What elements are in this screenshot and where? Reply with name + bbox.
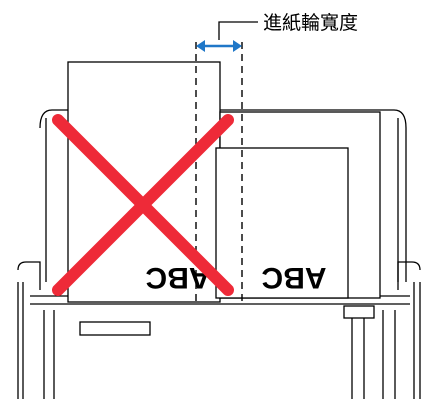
callout-leader-line bbox=[218, 21, 258, 40]
double-headed-arrow-icon bbox=[196, 40, 242, 52]
roller-width-label: 進紙輪寬度 bbox=[263, 12, 358, 34]
narrow-sheet-text: ABC bbox=[262, 261, 327, 294]
red-x-cross-icon bbox=[52, 114, 234, 296]
narrow-sheet: ABC bbox=[215, 147, 349, 299]
